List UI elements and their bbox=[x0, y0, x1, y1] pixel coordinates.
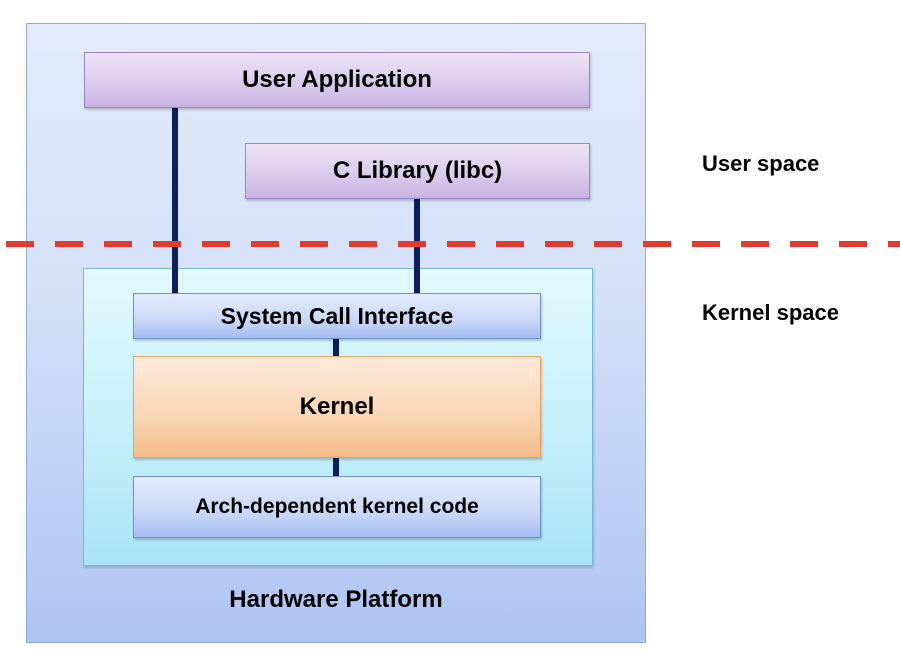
c-library-label: C Library (libc) bbox=[332, 157, 503, 184]
kernel-box: Kernel bbox=[133, 356, 541, 458]
user-application-label: User Application bbox=[242, 66, 432, 93]
hardware-platform-label: Hardware Platform bbox=[229, 586, 443, 613]
arch-dependent-code-label: Arch-dependent kernel code bbox=[195, 495, 479, 518]
system-call-interface-box: System Call Interface bbox=[133, 293, 541, 339]
kernel-label: Kernel bbox=[299, 393, 375, 420]
system-call-interface-label: System Call Interface bbox=[220, 302, 454, 329]
user-space-label: User space bbox=[702, 151, 820, 176]
arch-dependent-code-box: Arch-dependent kernel code bbox=[133, 476, 541, 538]
user-application-box: User Application bbox=[84, 52, 590, 108]
connector-kernel-to-arch bbox=[333, 457, 339, 477]
connector-syscall-to-kernel bbox=[333, 338, 339, 358]
connector-app-to-syscall bbox=[172, 107, 178, 296]
user-kernel-boundary-line bbox=[6, 241, 900, 247]
kernel-space-label: Kernel space bbox=[702, 300, 839, 325]
c-library-box: C Library (libc) bbox=[245, 143, 590, 199]
connector-libc-to-syscall bbox=[414, 198, 420, 296]
